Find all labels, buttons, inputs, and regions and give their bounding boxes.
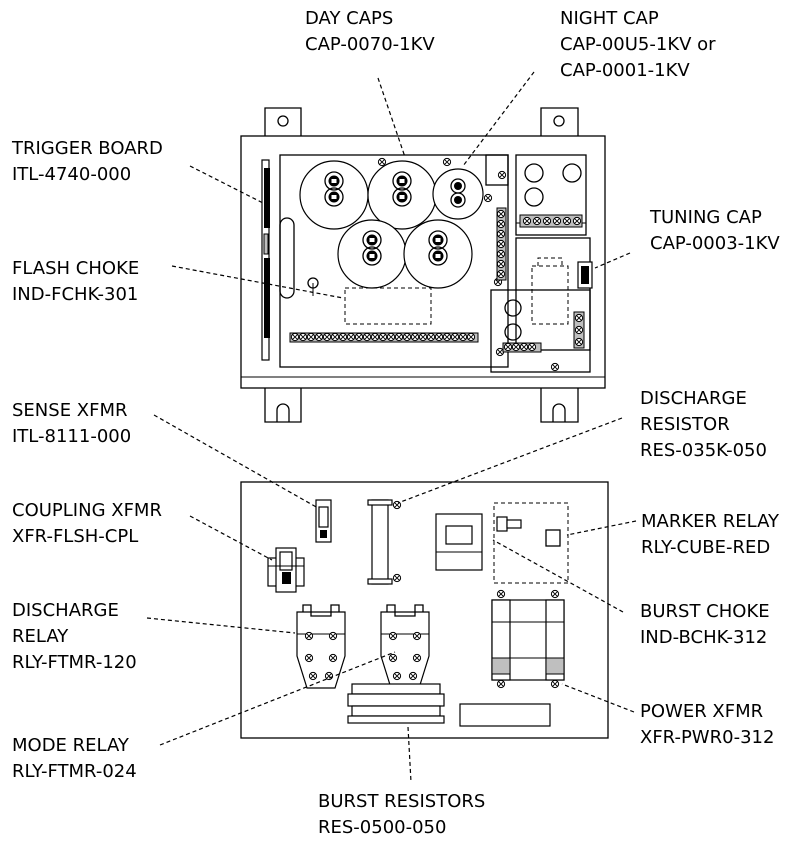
label-discharge-relay-name-1: DISCHARGE bbox=[12, 600, 119, 621]
label-discharge-resistor-part: RES-035K-050 bbox=[640, 440, 767, 461]
label-marker-relay-name: MARKER RELAY bbox=[641, 511, 780, 532]
bottom-terminal-strip bbox=[290, 332, 476, 342]
bottom-panel bbox=[240, 481, 609, 739]
flash-choke bbox=[344, 287, 432, 325]
day-capacitor-4 bbox=[403, 219, 473, 289]
label-night-cap-name: NIGHT CAP bbox=[560, 8, 659, 29]
label-trigger-board-name: TRIGGER BOARD bbox=[11, 138, 163, 159]
coupling-transformer bbox=[267, 547, 305, 593]
mode-relay bbox=[381, 605, 429, 688]
tuning-capacitor bbox=[531, 265, 569, 325]
label-day-caps-part: CAP-0070-1KV bbox=[305, 34, 435, 55]
label-sense-xfmr-part: ITL-8111-000 bbox=[12, 426, 131, 447]
night-capacitor bbox=[432, 168, 484, 220]
label-burst-resistors-name: BURST RESISTORS bbox=[318, 791, 485, 812]
discharge-relay bbox=[297, 605, 345, 688]
tuning-board bbox=[490, 237, 593, 373]
burst-choke bbox=[435, 513, 483, 571]
label-burst-resistors-part: RES-0500-050 bbox=[318, 817, 446, 838]
label-tuning-cap-name: TUNING CAP bbox=[649, 207, 762, 228]
label-discharge-relay-name-2: RELAY bbox=[12, 626, 69, 647]
leader-lines bbox=[146, 71, 637, 783]
label-power-xfmr-part: XFR-PWR0-312 bbox=[640, 727, 774, 748]
label-flash-choke-part: IND-FCHK-301 bbox=[12, 284, 138, 305]
label-burst-choke-part: IND-BCHK-312 bbox=[640, 627, 767, 648]
label-burst-choke-name: BURST CHOKE bbox=[640, 601, 770, 622]
discharge-resistor bbox=[367, 499, 402, 585]
day-capacitor-1 bbox=[299, 160, 369, 230]
terminal-block bbox=[515, 154, 587, 236]
label-marker-relay-part: RLY-CUBE-RED bbox=[641, 537, 770, 558]
label-coupling-xfmr-name: COUPLING XFMR bbox=[12, 500, 162, 521]
sense-transformer bbox=[315, 499, 332, 543]
label-power-xfmr-name: POWER XFMR bbox=[640, 701, 763, 722]
marker-relay bbox=[493, 502, 569, 584]
top-chassis bbox=[240, 107, 606, 423]
label-coupling-xfmr-part: XFR-FLSH-CPL bbox=[12, 526, 138, 547]
trigger-board bbox=[261, 159, 270, 361]
label-discharge-resistor-name-2: RESISTOR bbox=[640, 414, 730, 435]
day-capacitor-2 bbox=[367, 160, 437, 230]
capacitor-board bbox=[279, 154, 509, 368]
label-trigger-board-part: ITL-4740-000 bbox=[12, 164, 131, 185]
label-flash-choke-name: FLASH CHOKE bbox=[12, 258, 139, 279]
label-tuning-cap-part: CAP-0003-1KV bbox=[650, 233, 780, 254]
label-night-cap-part-1: CAP-00U5-1KV or bbox=[560, 34, 716, 55]
power-transformer bbox=[491, 589, 565, 689]
label-discharge-relay-part: RLY-FTMR-120 bbox=[12, 652, 137, 673]
day-capacitor-3 bbox=[337, 219, 407, 289]
burst-resistors bbox=[347, 683, 445, 724]
label-mode-relay-part: RLY-FTMR-024 bbox=[12, 761, 137, 782]
label-night-cap-part-2: CAP-0001-1KV bbox=[560, 60, 690, 81]
label-discharge-resistor-name-1: DISCHARGE bbox=[640, 388, 747, 409]
label-mode-relay-name: MODE RELAY bbox=[12, 735, 130, 756]
terminal-strip-bottom bbox=[459, 703, 551, 727]
label-sense-xfmr-name: SENSE XFMR bbox=[12, 400, 128, 421]
label-day-caps-name: DAY CAPS bbox=[305, 8, 393, 29]
